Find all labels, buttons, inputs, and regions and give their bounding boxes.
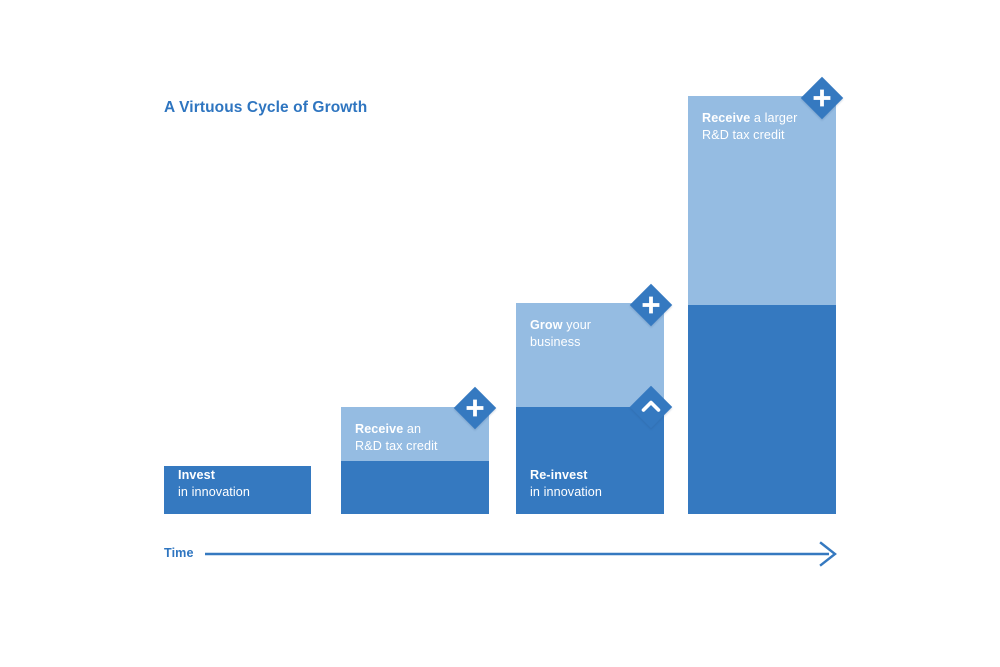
segment-label-line2: in innovation — [178, 484, 251, 499]
segment-label-rest: an — [403, 422, 422, 436]
chart-bar: Invest in innovation — [164, 466, 311, 514]
segment-label-lead: Re-invest — [530, 468, 588, 482]
segment-label-lead: Grow — [530, 318, 563, 332]
badge-plus-icon — [629, 283, 673, 327]
segment-label-lead: Receive — [355, 422, 404, 436]
segment-label: Re-invest in innovation — [530, 467, 654, 500]
bar-segment-reinvest: Re-invest in innovation — [516, 407, 664, 514]
bar-segment-grow-business: Grow your business — [516, 303, 664, 407]
badge-chevron-up-icon — [629, 385, 673, 429]
segment-label-line2: business — [530, 334, 581, 349]
bar-segment-invest: Invest in innovation — [164, 466, 311, 514]
segment-label: Invest in innovation — [178, 467, 301, 500]
segment-label-line2: R&D tax credit — [355, 438, 438, 453]
segment-label-line2: in innovation — [530, 484, 603, 499]
time-axis-label: Time — [164, 546, 194, 560]
bar-segment-reinvest-base-2 — [341, 461, 489, 514]
segment-label: Grow your business — [530, 317, 654, 350]
chevron-up-icon — [636, 392, 666, 422]
segment-label-rest: a larger — [750, 111, 798, 125]
plus-icon — [807, 83, 837, 113]
badge-plus-icon — [800, 76, 844, 120]
bar-segment-base-4 — [688, 305, 836, 514]
plus-icon — [636, 290, 666, 320]
badge-plus-icon — [453, 386, 497, 430]
segment-label-lead: Invest — [178, 468, 215, 482]
segment-label-rest: your — [562, 318, 592, 332]
segment-label-lead: Receive — [702, 111, 751, 125]
segment-label-line2: R&D tax credit — [702, 127, 785, 142]
plus-icon — [460, 393, 490, 423]
page-title: A Virtuous Cycle of Growth — [164, 99, 368, 116]
time-axis-arrow — [205, 540, 841, 568]
